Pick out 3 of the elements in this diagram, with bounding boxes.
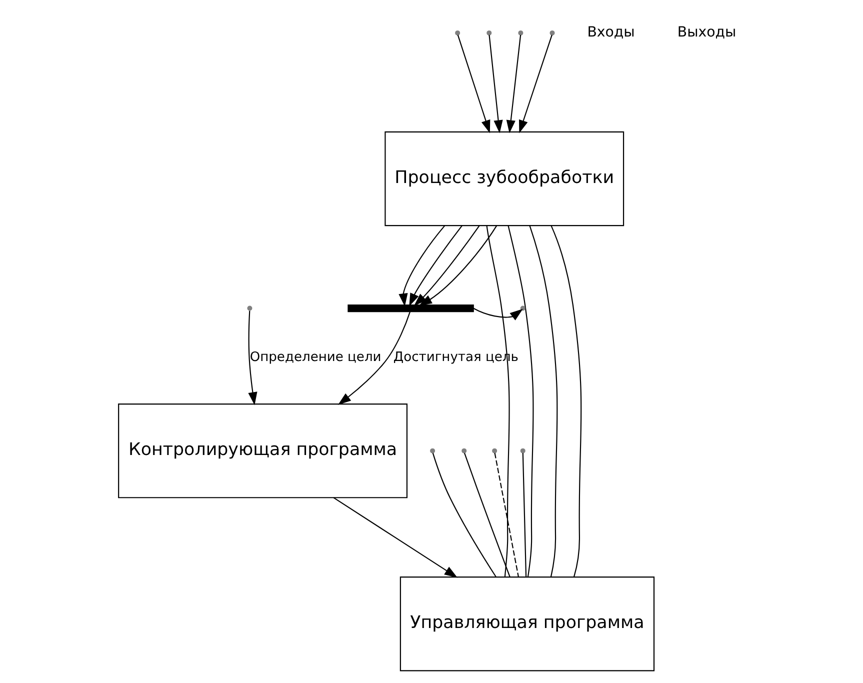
label: Входы <box>586 24 634 40</box>
edge-label: Определение цели <box>249 350 381 365</box>
label: Выходы <box>676 24 736 40</box>
